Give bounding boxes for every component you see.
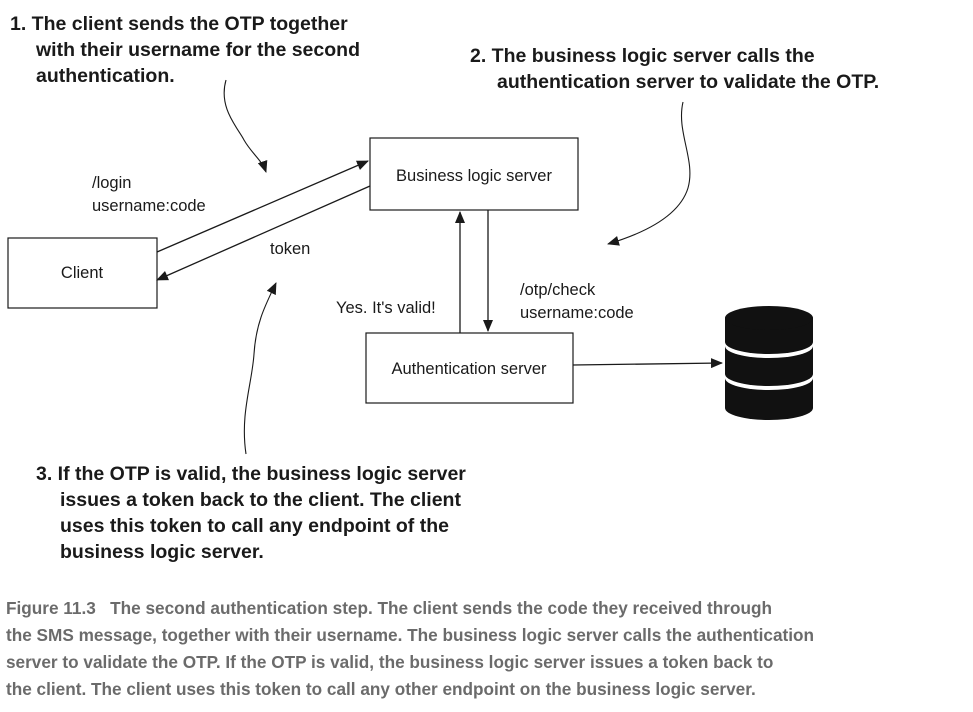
callout-step-2-line-2: authentication server to validate the OT… xyxy=(497,71,879,93)
edge-label-otp-check-path: /otp/check xyxy=(520,281,596,299)
edge-label-login-path: /login xyxy=(92,174,131,192)
client-label: Client xyxy=(61,264,104,282)
business-logic-server-label: Business logic server xyxy=(396,167,552,185)
arrow-auth-server-to-database xyxy=(572,358,723,369)
authentication-server-label: Authentication server xyxy=(391,360,547,378)
callout-step-1-line-1: 1. The client sends the OTP together xyxy=(10,13,348,35)
callout-step-1-line-2: with their username for the second xyxy=(35,39,360,61)
caption-line-1: Figure 11.3 The second authentication st… xyxy=(6,598,772,618)
callout-step-3-line-3: uses this token to call any endpoint of … xyxy=(60,515,449,537)
arrow-client-to-business-server xyxy=(156,160,369,253)
callout-step-3-line-4: business logic server. xyxy=(60,541,264,563)
caption-line-2: the SMS message, together with their use… xyxy=(6,625,814,645)
callout-step-3-line-2: issues a token back to the client. The c… xyxy=(60,489,461,511)
edge-label-otp-check-body: username:code xyxy=(520,304,634,322)
callout-step-3: 3. If the OTP is valid, the business log… xyxy=(36,463,466,563)
authentication-server-box xyxy=(365,332,574,404)
authentication-server-node: Authentication server xyxy=(365,332,574,404)
callout-step-3-line-1: 3. If the OTP is valid, the business log… xyxy=(36,463,466,485)
edge-label-valid-reply: Yes. It's valid! xyxy=(336,299,436,317)
callout-step-2: 2. The business logic server calls the a… xyxy=(470,45,879,93)
edge-label-login-body: username:code xyxy=(92,197,206,215)
callout-step-1-line-3: authentication. xyxy=(36,65,175,87)
callout-step-1: 1. The client sends the OTP together wit… xyxy=(10,13,360,87)
arrow-business-server-to-client xyxy=(156,185,371,281)
figure-caption: Figure 11.3 The second authentication st… xyxy=(6,598,814,699)
client-node: Client xyxy=(7,237,158,309)
caption-line-3: server to validate the OTP. If the OTP i… xyxy=(6,652,773,672)
business-logic-server-node: Business logic server xyxy=(369,137,579,211)
callout-step-2-line-1: 2. The business logic server calls the xyxy=(470,45,815,67)
database-icon xyxy=(725,306,813,420)
leader-curve-step-2 xyxy=(607,101,691,246)
business-logic-server-box xyxy=(369,137,579,211)
caption-line-4: the client. The client uses this token t… xyxy=(6,679,756,699)
client-box xyxy=(7,237,158,309)
leader-curve-step-3 xyxy=(243,282,277,455)
edge-label-token: token xyxy=(270,240,310,258)
leader-curve-step-1 xyxy=(223,79,268,173)
